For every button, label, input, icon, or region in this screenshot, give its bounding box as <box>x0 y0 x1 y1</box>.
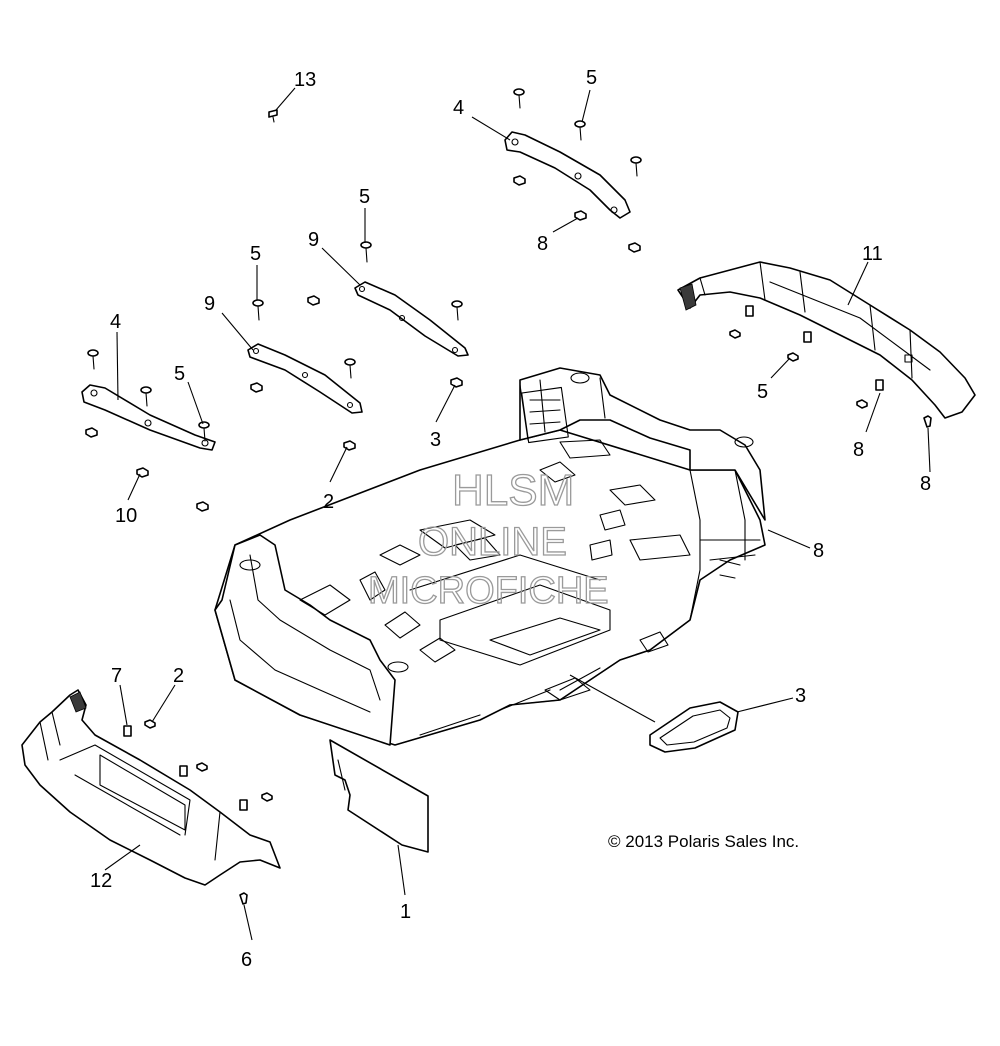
nut-icon <box>856 399 868 409</box>
clip-icon <box>803 331 812 343</box>
rail-part-upper <box>504 131 631 219</box>
clip-icon <box>745 305 754 317</box>
callout-8: 2 <box>323 491 334 513</box>
nut-icon <box>307 295 320 306</box>
nut-icon <box>261 792 273 802</box>
rear-trim-part <box>677 261 976 419</box>
callout-10: 8 <box>920 473 931 495</box>
screw-icon <box>344 358 356 379</box>
clip-icon <box>875 379 884 391</box>
screw-icon <box>252 299 264 321</box>
watermark: HLSM ONLINE MICROFICHE <box>367 465 609 612</box>
callout-9: 9 <box>204 293 215 315</box>
nut-icon <box>628 242 641 253</box>
callouts: 13 5 4 5 9 5 8 11 4 5 9 5 3 8 2 8 10 8 7… <box>90 67 931 971</box>
screw-icon <box>513 88 525 109</box>
front-trim-part <box>21 689 281 886</box>
callout-10: 6 <box>241 949 252 971</box>
nut-icon <box>196 501 209 512</box>
nut-icon <box>513 175 526 186</box>
screw-icon <box>198 421 210 442</box>
callout-4: 4 <box>453 97 464 119</box>
screw-icon <box>451 300 463 321</box>
screw-icon <box>87 349 99 370</box>
pin-icon <box>923 415 932 428</box>
callout-8: 10 <box>115 505 137 527</box>
fastener-icon <box>268 109 278 123</box>
nut-icon <box>85 427 98 438</box>
nut-icon <box>250 382 263 393</box>
callout-6: 1 <box>400 901 411 923</box>
callout-7: 8 <box>813 540 824 562</box>
bracket-part-upper <box>354 281 469 357</box>
bracket-part-lower <box>247 343 363 414</box>
callout-1: 12 <box>90 870 112 892</box>
callout-5: 5 <box>359 186 370 208</box>
clip-icon <box>123 725 132 737</box>
panel-part <box>329 739 429 853</box>
watermark-line-3: MICROFICHE <box>368 570 609 612</box>
callout-2: 7 <box>111 665 122 687</box>
screw-icon <box>630 156 642 177</box>
screw-icon <box>574 120 586 141</box>
pin-icon <box>239 892 248 905</box>
nut-icon <box>450 377 463 388</box>
leader-lines <box>104 87 931 941</box>
callout-13: 13 <box>294 69 316 91</box>
cargo-box-part <box>214 367 766 746</box>
nut-icon <box>196 762 208 772</box>
pad-part <box>649 701 739 753</box>
callout-3: 5 <box>757 381 768 403</box>
callout-5: 5 <box>586 67 597 89</box>
callout-11: 11 <box>862 243 883 265</box>
clip-icon <box>179 765 188 777</box>
callout-5: 5 <box>250 243 261 265</box>
rail-part-lower <box>81 384 216 451</box>
callout-5: 5 <box>174 363 185 385</box>
watermark-line-1: HLSM <box>452 466 574 515</box>
callout-8: 8 <box>537 233 548 255</box>
callout-8: 3 <box>430 429 441 451</box>
screw-icon <box>360 241 372 263</box>
screw-icon <box>140 386 152 407</box>
callout-9: 9 <box>308 229 319 251</box>
callout-4: 4 <box>110 311 121 333</box>
callout-12: 3 <box>795 685 806 707</box>
nut-icon <box>787 352 799 362</box>
nut-icon <box>729 329 741 339</box>
copyright-text: © 2013 Polaris Sales Inc. <box>608 832 799 851</box>
nut-icon <box>144 719 156 729</box>
callout-3: 2 <box>173 665 184 687</box>
watermark-line-2: ONLINE <box>418 520 567 564</box>
clip-icon <box>239 799 248 811</box>
callout-2: 8 <box>853 439 864 461</box>
